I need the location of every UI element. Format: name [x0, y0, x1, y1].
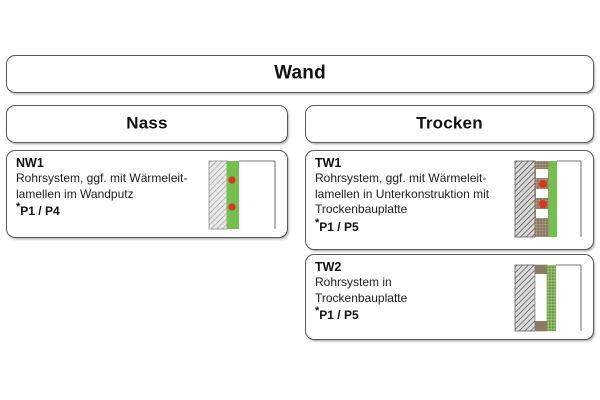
node-wand[interactable]: Wand [6, 55, 594, 93]
card-tw2-footnote-star: * [315, 305, 320, 317]
card-tw1-text: TW1 Rohrsystem, ggf. mit Wärmeleit- lame… [315, 156, 507, 235]
node-nass[interactable]: Nass [6, 105, 288, 143]
card-nw1-footnote-star: * [16, 201, 21, 213]
wall-section-tw1-icon [514, 160, 582, 238]
card-tw1-reference: *P1 / P5 [315, 216, 507, 235]
card-nw1-reference-value: P1 / P4 [20, 204, 60, 218]
card-tw2[interactable]: TW2 Rohrsystem in Trockenbauplatte *P1 /… [305, 254, 594, 340]
card-nw1-text: NW1 Rohrsystem, ggf. mit Wärmeleit- lame… [16, 156, 201, 219]
card-nw1-code: NW1 [16, 156, 44, 170]
wall-section-tw2-icon [514, 264, 582, 332]
card-tw2-text: TW2 Rohrsystem in Trockenbauplatte *P1 /… [315, 260, 507, 323]
node-trocken[interactable]: Trocken [305, 105, 594, 143]
card-tw1-code: TW1 [315, 156, 342, 170]
card-nw1-reference: *P1 / P4 [16, 201, 201, 219]
card-tw2-reference-value: P1 / P5 [319, 308, 359, 322]
wall-section-tw2-figure [513, 263, 585, 333]
card-tw2-code: TW2 [315, 260, 342, 274]
card-tw1-description: Rohrsystem, ggf. mit Wärmeleit- lamellen… [315, 171, 490, 216]
node-nass-label: Nass [126, 113, 168, 133]
card-tw2-description: Rohrsystem in Trockenbauplatte [315, 275, 408, 305]
card-nw1[interactable]: NW1 Rohrsystem, ggf. mit Wärmeleit- lame… [6, 150, 288, 238]
card-tw1[interactable]: TW1 Rohrsystem, ggf. mit Wärmeleit- lame… [305, 150, 594, 250]
node-wand-label: Wand [274, 62, 326, 84]
card-tw2-reference: *P1 / P5 [315, 305, 507, 323]
wall-section-tw1-figure [513, 159, 585, 239]
wall-section-nw1-figure [207, 159, 279, 231]
card-tw1-footnote-star: * [315, 216, 320, 229]
card-tw1-reference-value: P1 / P5 [319, 219, 359, 234]
node-trocken-label: Trocken [416, 113, 483, 133]
card-nw1-description: Rohrsystem, ggf. mit Wärmeleit- lamellen… [16, 171, 188, 201]
wall-section-nw1-icon [208, 160, 276, 230]
